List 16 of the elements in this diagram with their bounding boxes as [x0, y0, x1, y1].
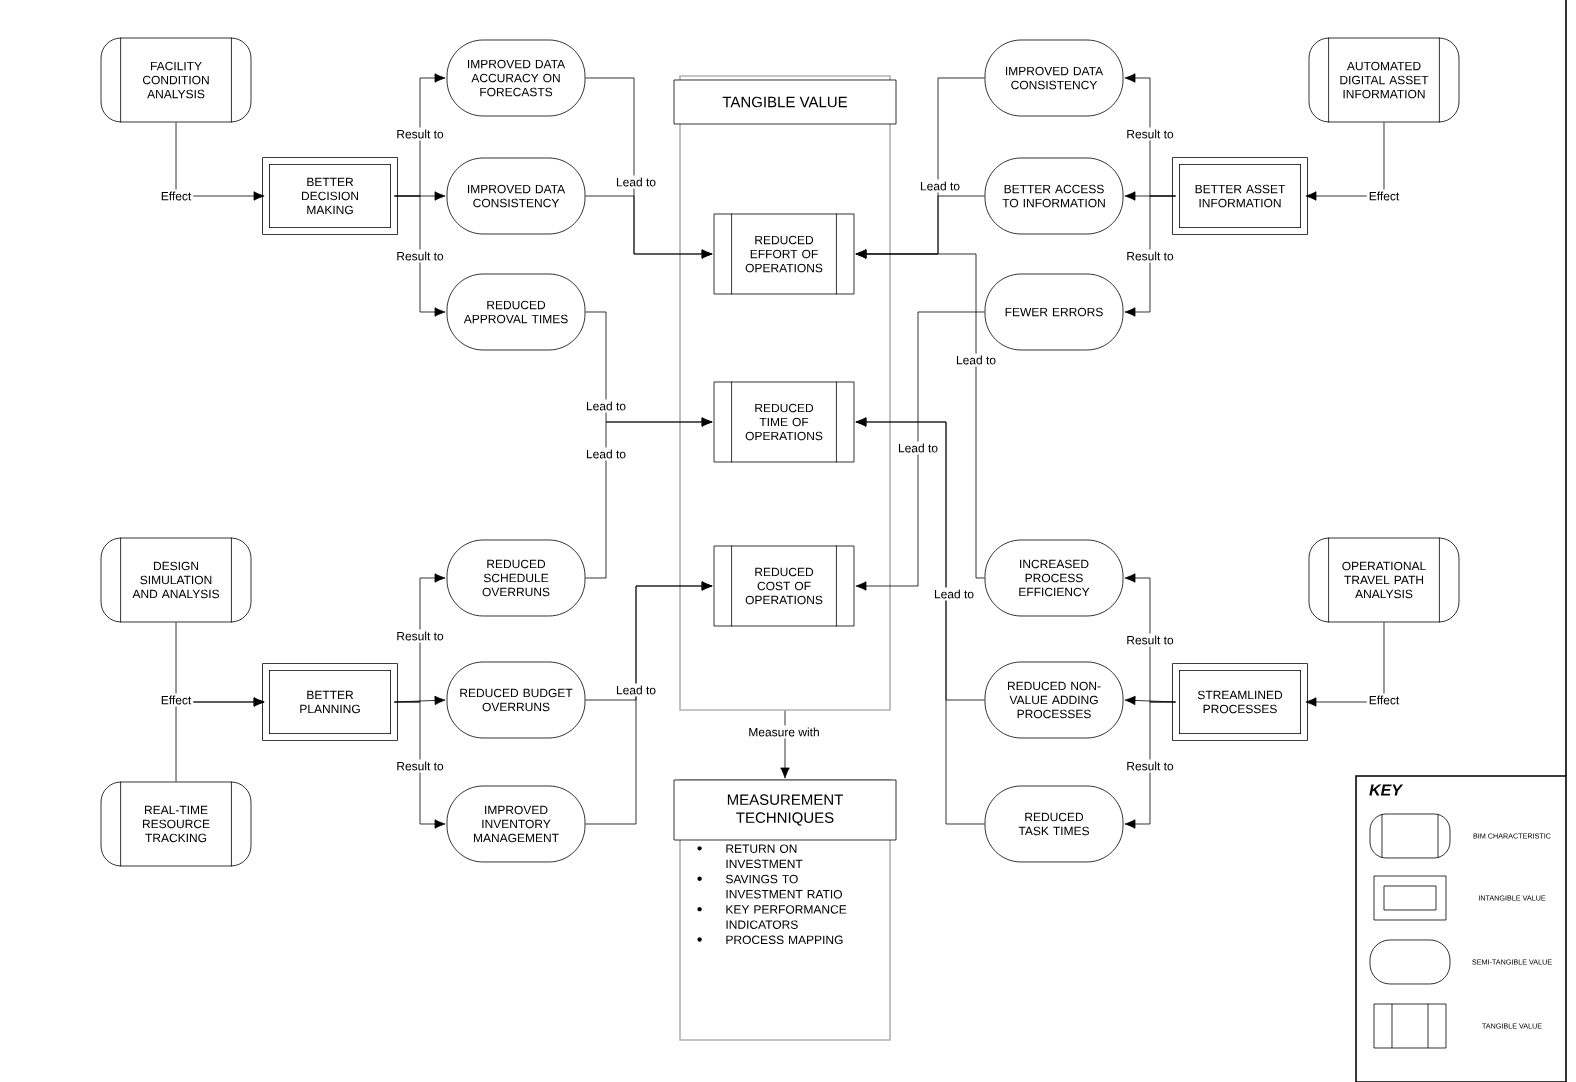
arrow [855, 311, 985, 591]
arrow [780, 710, 790, 779]
arrow [1305, 622, 1385, 707]
arrow [585, 581, 713, 825]
arrow [175, 122, 265, 201]
arrow [1124, 701, 1176, 829]
arrow [855, 417, 985, 825]
key-heading: KEY [1369, 784, 1404, 796]
arrow [585, 417, 713, 579]
arrow [855, 249, 985, 579]
arrow [1124, 195, 1176, 317]
arrow [394, 701, 446, 829]
arrow [175, 697, 265, 782]
arrow [585, 195, 713, 259]
arrow [394, 195, 446, 317]
arrow [1305, 122, 1385, 201]
